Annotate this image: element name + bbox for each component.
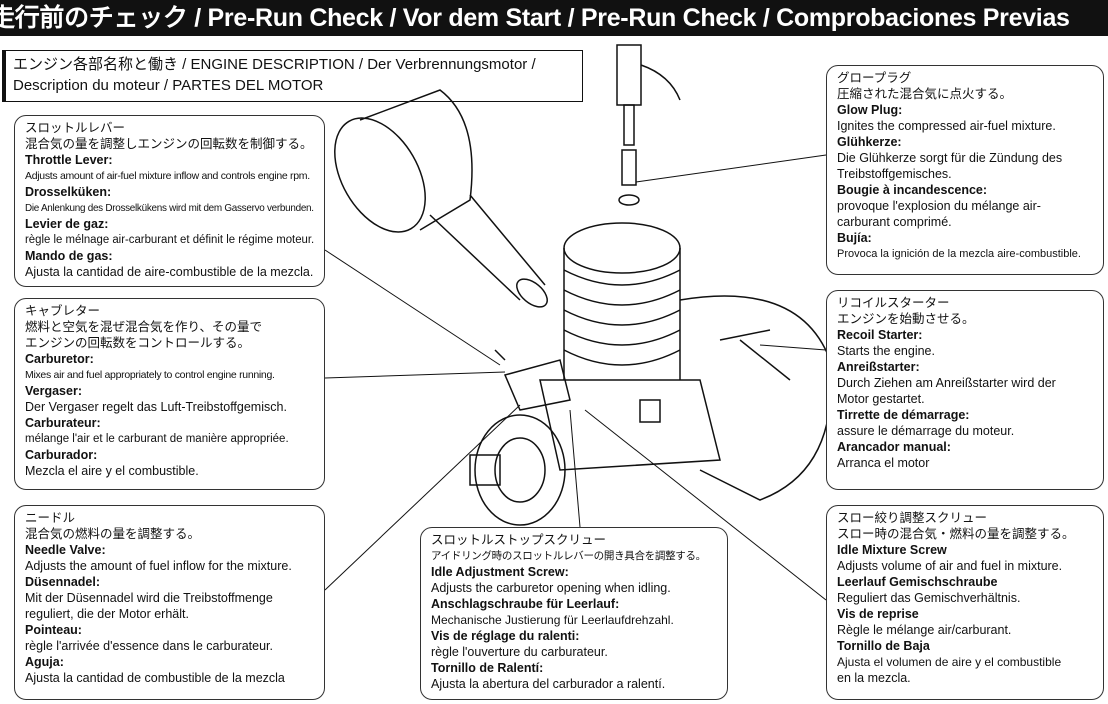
es-name: Aguja: xyxy=(25,655,64,669)
jp-desc: スロー時の混合気・燃料の量を調整する。 xyxy=(837,527,1075,541)
en-desc: Adjusts the carburetor opening when idli… xyxy=(431,581,671,595)
es-desc: Provoca la ignición de la mezcla aire-co… xyxy=(837,248,1081,260)
de-name: Vergaser: xyxy=(25,384,82,398)
de-desc: Der Vergaser regelt das Luft-Treibstoffg… xyxy=(25,400,287,414)
jp-name: キャブレター xyxy=(25,304,101,318)
glow-plug-callout: グロープラグ 圧縮された混合気に点火する。 Glow Plug: Ignites… xyxy=(826,65,1104,275)
carburetor-callout: キャブレター 燃料と空気を混ぜ混合気を作り、その量で エンジンの回転数をコントロ… xyxy=(14,298,325,490)
fr-name: Levier de gaz: xyxy=(25,217,109,231)
en-name: Idle Adjustment Screw: xyxy=(431,565,569,579)
fr-desc: carburant comprimé. xyxy=(837,215,952,229)
fr-desc: mélange l'air et le carburant de manière… xyxy=(25,433,289,445)
en-desc: Adjusts volume of air and fuel in mixtur… xyxy=(837,559,1063,573)
jp-name: スロー絞り調整スクリュー xyxy=(837,511,988,525)
de-name: Drosselküken: xyxy=(25,185,112,199)
es-name: Arancador manual: xyxy=(837,440,951,454)
fr-name: Vis de reprise xyxy=(837,607,919,621)
page-header: 走行前のチェック / Pre-Run Check / Vor dem Start… xyxy=(0,0,1108,36)
needle-valve-callout: ニードル 混合気の燃料の量を調整する。 Needle Valve: Adjust… xyxy=(14,505,325,700)
idle-adjustment-screw-callout: スロットルストップスクリュー アイドリング時のスロットルレバーの開き具合を調整す… xyxy=(420,527,728,700)
en-name: Needle Valve: xyxy=(25,543,106,557)
es-name: Tornillo de Baja xyxy=(837,639,930,653)
es-desc: Mezcla el aire y el combustible. xyxy=(25,464,199,478)
de-name: Leerlauf Gemischschraube xyxy=(837,575,998,589)
fr-name: Pointeau: xyxy=(25,623,82,637)
recoil-starter-callout: リコイルスターター エンジンを始動させる。 Recoil Starter: St… xyxy=(826,290,1104,490)
air-filter xyxy=(334,89,548,308)
fr-name: Tirrette de démarrage: xyxy=(837,408,970,422)
cylinder-head xyxy=(563,222,681,380)
fr-desc: règle l'ouverture du carburateur. xyxy=(431,645,608,659)
de-name: Düsennadel: xyxy=(25,575,101,589)
es-name: Bujía: xyxy=(837,231,872,245)
glow-plug-drawing xyxy=(616,44,681,206)
en-name: Recoil Starter: xyxy=(837,328,923,342)
es-name: Mando de gas: xyxy=(25,249,113,263)
es-desc: Ajusta la cantidad de aire-combustible d… xyxy=(25,265,314,279)
jp-desc: エンジンの回転数をコントロールする。 xyxy=(25,336,251,350)
en-desc: Ignites the compressed air-fuel mixture. xyxy=(837,119,1056,133)
jp-name: グロープラグ xyxy=(837,71,912,85)
en-name: Throttle Lever: xyxy=(25,153,113,167)
fr-desc: assure le démarrage du moteur. xyxy=(837,424,1015,438)
de-desc: reguliert, die der Motor erhält. xyxy=(25,607,189,621)
de-desc: Die Anlenkung des Drosselkükens wird mit… xyxy=(25,202,314,214)
es-name: Tornillo de Ralentí: xyxy=(431,661,544,675)
es-name: Carburador: xyxy=(25,448,98,462)
en-desc: Adjusts amount of air-fuel mixture inflo… xyxy=(25,170,310,182)
jp-desc: 混合気の燃料の量を調整する。 xyxy=(25,527,201,541)
jp-desc: 混合気の量を調整しエンジンの回転数を制御する。 xyxy=(25,137,313,151)
de-name: Anschlagschraube für Leerlauf: xyxy=(431,597,620,611)
section-title-line1: エンジン各部名称と働き / ENGINE DESCRIPTION / Der V… xyxy=(13,56,536,73)
jp-desc: 燃料と空気を混ぜ混合気を作り、その量で xyxy=(25,320,263,334)
es-desc: en la mezcla. xyxy=(837,671,911,685)
fr-name: Bougie à incandescence: xyxy=(837,183,988,197)
jp-desc: 圧縮された混合気に点火する。 xyxy=(837,87,1013,101)
es-desc: Ajusta la abertura del carburador a rale… xyxy=(431,677,666,691)
en-desc: Mixes air and fuel appropriately to cont… xyxy=(25,369,275,381)
fr-desc: provoque l'explosion du mélange air- xyxy=(837,199,1041,213)
es-desc: Ajusta la cantidad de combustible de la … xyxy=(25,671,285,685)
de-desc: Reguliert das Gemischverhältnis. xyxy=(837,591,1021,605)
de-desc: Durch Ziehen am Anreißstarter wird der xyxy=(837,376,1056,390)
de-desc: Treibstoffgemisches. xyxy=(837,167,952,181)
jp-desc: エンジンを始動させる。 xyxy=(837,312,975,326)
section-title-line2: Description du moteur / PARTES DEL MOTOR xyxy=(13,77,324,94)
fr-desc: règle le mélnage air-carburant et défini… xyxy=(25,234,315,246)
idle-mixture-screw-callout: スロー絞り調整スクリュー スロー時の混合気・燃料の量を調整する。 Idle Mi… xyxy=(826,505,1104,700)
fr-name: Vis de réglage du ralenti: xyxy=(431,629,580,643)
en-desc: Adjusts the amount of fuel inflow for th… xyxy=(25,559,292,573)
fr-desc: Règle le mélange air/carburant. xyxy=(837,623,1012,637)
jp-desc: アイドリング時のスロットルレバーの開き具合を調整する。 xyxy=(431,550,706,562)
de-desc: Mit der Düsennadel wird die Treibstoffme… xyxy=(25,591,273,605)
jp-name: リコイルスターター xyxy=(837,296,950,310)
fr-desc: règle l'arrivée d'essence dans le carbur… xyxy=(25,639,273,653)
de-name: Anreißstarter: xyxy=(837,360,920,374)
jp-name: スロットルストップスクリュー xyxy=(431,533,607,547)
de-name: Glühkerze: xyxy=(837,135,902,149)
en-name: Carburetor: xyxy=(25,352,94,366)
jp-name: スロットルレバー xyxy=(25,121,126,135)
en-name: Idle Mixture Screw xyxy=(837,543,947,557)
en-desc: Starts the engine. xyxy=(837,344,935,358)
throttle-lever-callout: スロットルレバー 混合気の量を調整しエンジンの回転数を制御する。 Throttl… xyxy=(14,115,325,287)
jp-name: ニードル xyxy=(25,511,76,525)
section-title: エンジン各部名称と働き / ENGINE DESCRIPTION / Der V… xyxy=(2,50,583,102)
crankcase xyxy=(469,295,832,526)
es-desc: Arranca el motor xyxy=(837,456,930,470)
en-name: Glow Plug: xyxy=(837,103,903,117)
fr-name: Carburateur: xyxy=(25,416,101,430)
de-desc: Mechanische Justierung für Leerlaufdrehz… xyxy=(431,613,674,627)
de-desc: Motor gestartet. xyxy=(837,392,925,406)
leader-lines xyxy=(324,154,827,601)
de-desc: Die Glühkerze sorgt für die Zündung des xyxy=(837,151,1063,165)
es-desc: Ajusta el volumen de aire y el combustib… xyxy=(837,655,1062,669)
page-title: 走行前のチェック / Pre-Run Check / Vor dem Start… xyxy=(0,4,1070,32)
